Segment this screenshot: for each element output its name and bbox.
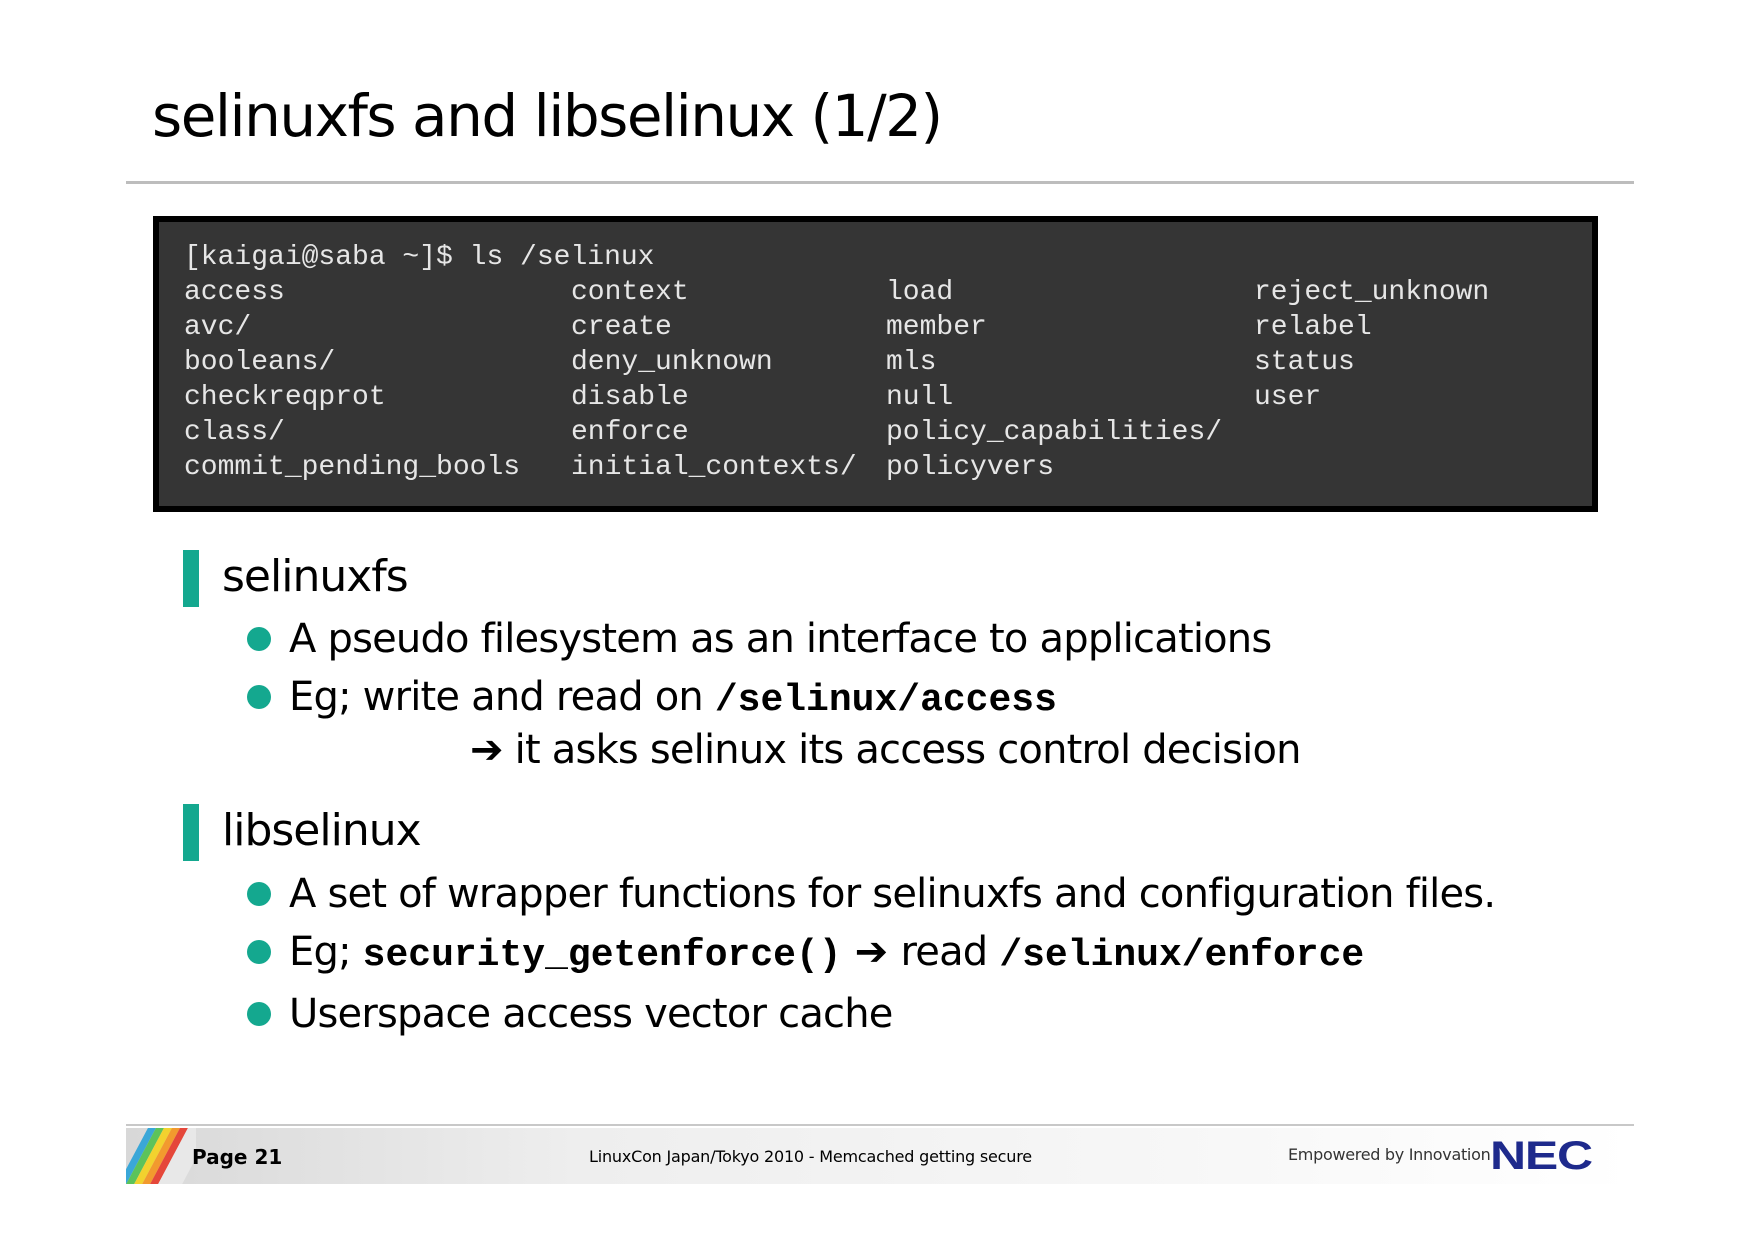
bullet-text: Eg; write and read on /selinux/access (289, 677, 1057, 720)
terminal-entry: commit_pending_bools (184, 452, 521, 483)
footer-event-title: LinuxCon Japan/Tokyo 2010 - Memcached ge… (589, 1147, 1032, 1166)
terminal-entry: user (1254, 382, 1322, 413)
terminal-entry: initial_contexts/ (571, 452, 857, 483)
arrow-right-icon: ➔ (470, 727, 504, 773)
bullet-text: Eg; security_getenforce() ➔ read /selinu… (289, 932, 1364, 975)
terminal-entry: member (886, 312, 987, 343)
bullet-icon (247, 940, 271, 964)
terminal-entry: checkreqprot (184, 382, 386, 413)
footer-band (126, 1128, 1634, 1184)
bullet-icon (247, 627, 271, 651)
footer-rainbow-graphic (126, 1128, 196, 1184)
terminal-output: [kaigai@saba ~]$ ls /selinux access avc/… (153, 216, 1598, 512)
slide-title: selinuxfs and libselinux (1/2) (152, 82, 943, 150)
bullet-prefix: Eg; (289, 929, 363, 975)
terminal-entry: reject_unknown (1254, 277, 1490, 308)
section-marker (183, 804, 199, 861)
bullet-icon (247, 685, 271, 709)
terminal-entry: booleans/ (184, 347, 336, 378)
bullet-text: A pseudo filesystem as an interface to a… (289, 616, 1272, 662)
footer-divider (126, 1124, 1634, 1126)
footer-tagline: Empowered by Innovation (1288, 1145, 1491, 1164)
terminal-entry: mls (886, 347, 937, 378)
continuation-line: ➔ it asks selinux its access control dec… (470, 730, 1301, 770)
terminal-entry: relabel (1254, 312, 1372, 343)
terminal-entry: disable (571, 382, 689, 413)
terminal-entry: load (886, 277, 954, 308)
section-title-selinuxfs: selinuxfs (222, 551, 409, 602)
terminal-entry: access (184, 277, 285, 308)
page-number: Page 21 (192, 1145, 283, 1169)
terminal-entry: avc/ (184, 312, 252, 343)
terminal-entry: deny_unknown (571, 347, 773, 378)
bullet-icon (247, 882, 271, 906)
terminal-entry: context (571, 277, 689, 308)
terminal-entry: enforce (571, 417, 689, 448)
arrow-right-icon: ➔ (841, 929, 901, 975)
code-function: security_getenforce() (362, 934, 842, 977)
code-path: /selinux/access (714, 679, 1057, 722)
section-title-libselinux: libselinux (222, 805, 422, 856)
code-path: /selinux/enforce (999, 934, 1365, 977)
bullet-icon (247, 1002, 271, 1026)
continuation-text: it asks selinux its access control decis… (502, 727, 1302, 773)
terminal-entry: create (571, 312, 672, 343)
terminal-entry: policyvers (886, 452, 1055, 483)
bullet-prefix: Eg; write and read on (289, 674, 715, 720)
section-marker (183, 550, 199, 607)
title-divider (126, 181, 1634, 184)
nec-logo: NEC (1490, 1134, 1593, 1178)
bullet-middle: read (900, 929, 1000, 975)
terminal-entry: null (886, 382, 954, 413)
bullet-text: Userspace access vector cache (289, 991, 893, 1037)
terminal-entry: status (1254, 347, 1355, 378)
terminal-entry: policy_capabilities/ (886, 417, 1223, 448)
terminal-entry: class/ (184, 417, 285, 448)
terminal-prompt: [kaigai@saba ~]$ ls /selinux (184, 242, 655, 273)
bullet-text: A set of wrapper functions for selinuxfs… (289, 871, 1496, 917)
